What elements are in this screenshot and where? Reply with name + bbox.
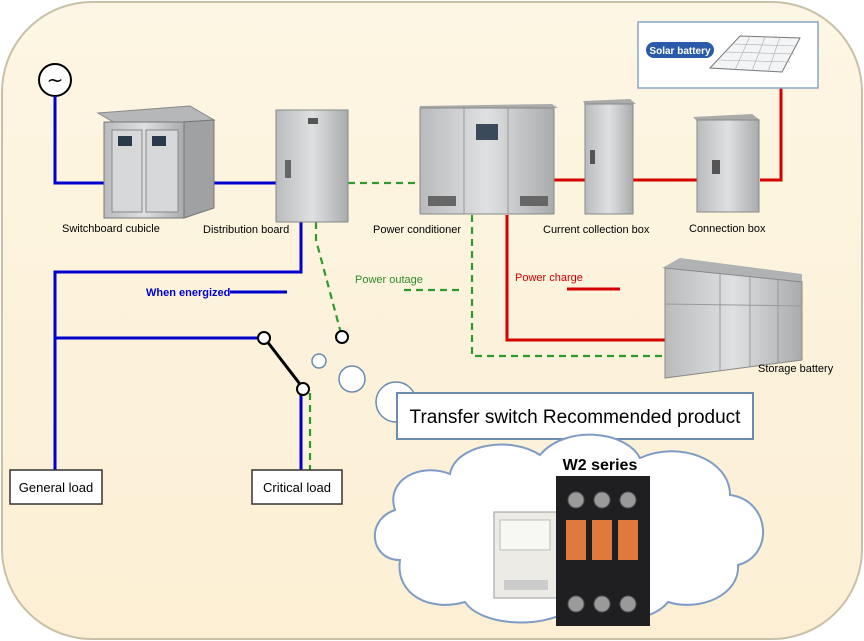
critical-load-label: Critical load [263, 480, 331, 495]
power-conditioner-label: Power conditioner [373, 224, 461, 236]
distribution-board-image [275, 109, 349, 223]
solar-battery-image [637, 21, 819, 89]
blue-power-lines [53, 96, 303, 470]
power-charge-label: Power charge [515, 272, 583, 284]
transfer-switch-banner [396, 392, 754, 440]
switchboard-cubicle-image [96, 105, 216, 219]
general-load-label: General load [19, 480, 93, 495]
red-power-lines [505, 80, 783, 342]
switchboard-cubicle-label: Switchboard cubicle [62, 223, 160, 235]
transfer-switch-symbol [257, 330, 349, 396]
w2-transfer-switch-image [493, 476, 650, 626]
general-load-box [9, 469, 103, 505]
transfer-switch-label: Transfer switch Recommended product [410, 407, 742, 428]
storage-battery-image [662, 258, 803, 379]
w2-series-label: W2 series [563, 457, 638, 474]
green-dashed-lines [308, 181, 665, 470]
ac-symbol: ~ [47, 68, 64, 92]
critical-load-box [251, 469, 343, 505]
distribution-board-label: Distribution board [203, 224, 289, 236]
connection-box-image [693, 114, 760, 213]
power-outage-label: Power outage [355, 274, 423, 286]
current-collection-box-image [583, 99, 636, 215]
current-collection-box-label: Current collection box [543, 224, 650, 236]
connection-box-label: Connection box [689, 223, 766, 235]
when-energized-label: When energized [146, 287, 230, 299]
solar-battery-label: Solar battery [649, 46, 711, 57]
power-conditioner-image [419, 104, 558, 215]
storage-battery-label: Storage battery [758, 363, 834, 375]
